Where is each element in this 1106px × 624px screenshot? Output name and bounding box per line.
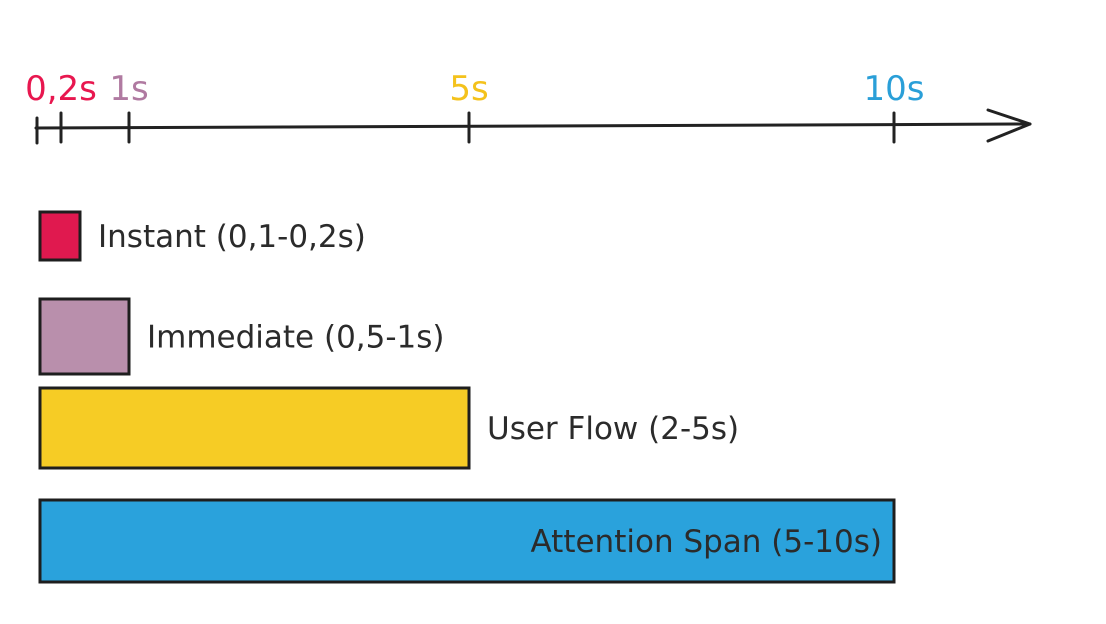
axis-ticks: 0,2s 1s 5s 10s	[25, 69, 925, 144]
bar	[38, 210, 82, 262]
axis-line	[34, 122, 1032, 130]
axis-tick-label: 0,2s	[25, 69, 97, 109]
bar-label: Instant (0,1-0,2s)	[98, 219, 366, 255]
bar-label: Immediate (0,5-1s)	[147, 320, 445, 356]
bar-label: User Flow (2-5s)	[487, 411, 739, 447]
axis-tick-label: 5s	[449, 69, 488, 109]
axis-arrowhead	[986, 108, 1032, 143]
time-axis	[34, 108, 1032, 145]
bar	[38, 297, 131, 376]
axis-tick-label: 1s	[109, 69, 148, 109]
bar-label: Attention Span (5-10s)	[531, 524, 882, 560]
bar	[38, 498, 896, 584]
bars: Instant (0,1-0,2s) Immediate (0,5-1s) User…	[38, 210, 896, 584]
axis-tick-label: 10s	[864, 69, 925, 109]
bar	[38, 386, 471, 470]
